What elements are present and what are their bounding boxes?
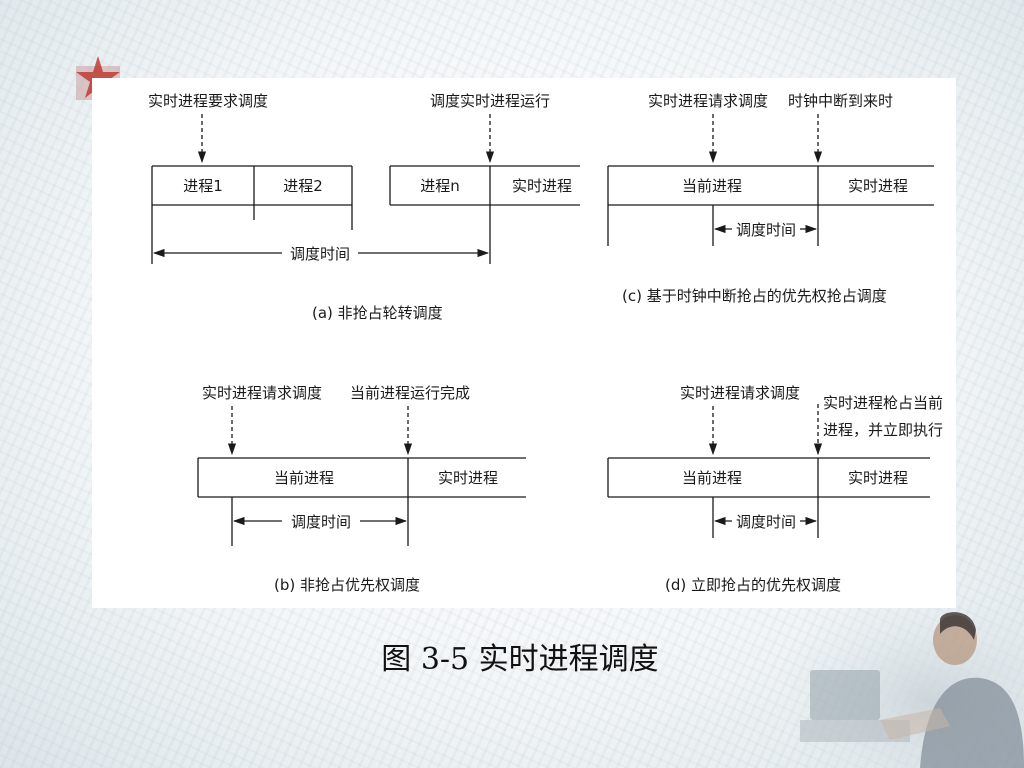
panel-a-box-pn: 进程n (420, 177, 460, 195)
panel-a-request-label: 实时进程要求调度 (148, 92, 268, 110)
panel-c-caption: (c) 基于时钟中断抢占的优先权抢占调度 (622, 287, 887, 305)
panel-a-box-p2: 进程2 (283, 177, 323, 195)
person-at-computer-photo (790, 600, 1024, 768)
panel-d-preempt-label-2: 进程，并立即执行 (823, 421, 943, 439)
diagram-panel: 实时进程要求调度 调度实时进程运行 进程1 进程2 进程n 实时进程 调度时间 … (92, 78, 956, 608)
panel-a-box-p1: 进程1 (183, 177, 223, 195)
panel-c-request-label: 实时进程请求调度 (648, 92, 768, 110)
panel-c-span-label: 调度时间 (736, 221, 796, 239)
panel-b-caption: (b) 非抢占优先权调度 (274, 576, 420, 594)
panel-a-caption: (a) 非抢占轮转调度 (312, 304, 443, 322)
panel-d: 实时进程请求调度 实时进程枪占当前 进程，并立即执行 当前进程 实时进程 调度时… (607, 384, 943, 594)
panel-d-span-label: 调度时间 (736, 513, 796, 531)
panel-b-complete-label: 当前进程运行完成 (350, 384, 470, 402)
panel-a-span-label: 调度时间 (290, 245, 350, 263)
figure-caption: 图 3-5 实时进程调度 (381, 642, 659, 677)
panel-a: 实时进程要求调度 调度实时进程运行 进程1 进程2 进程n 实时进程 调度时间 … (148, 92, 580, 322)
panel-a-box-rt: 实时进程 (512, 177, 572, 195)
panel-b: 实时进程请求调度 当前进程运行完成 当前进程 实时进程 调度时间 (b) 非抢占… (197, 384, 526, 594)
panel-b-span-label: 调度时间 (291, 513, 351, 531)
panel-c-box-rt: 实时进程 (848, 177, 908, 195)
panel-b-request-label: 实时进程请求调度 (202, 384, 322, 402)
panel-b-box-rt: 实时进程 (438, 469, 498, 487)
panel-b-box-current: 当前进程 (274, 469, 334, 487)
panel-c: 实时进程请求调度 时钟中断到来时 当前进程 实时进程 调度时间 (c) 基于时钟… (607, 92, 934, 305)
panel-d-preempt-label-1: 实时进程枪占当前 (823, 394, 943, 412)
panel-d-request-label: 实时进程请求调度 (680, 384, 800, 402)
panel-d-box-rt: 实时进程 (848, 469, 908, 487)
panel-a-schedule-label: 调度实时进程运行 (430, 92, 550, 110)
panel-d-caption: (d) 立即抢占的优先权调度 (665, 576, 841, 594)
panel-d-box-current: 当前进程 (682, 469, 742, 487)
panel-c-clock-label: 时钟中断到来时 (788, 92, 893, 110)
panel-c-box-current: 当前进程 (682, 177, 742, 195)
realtime-scheduling-diagram: 实时进程要求调度 调度实时进程运行 进程1 进程2 进程n 实时进程 调度时间 … (148, 92, 943, 594)
